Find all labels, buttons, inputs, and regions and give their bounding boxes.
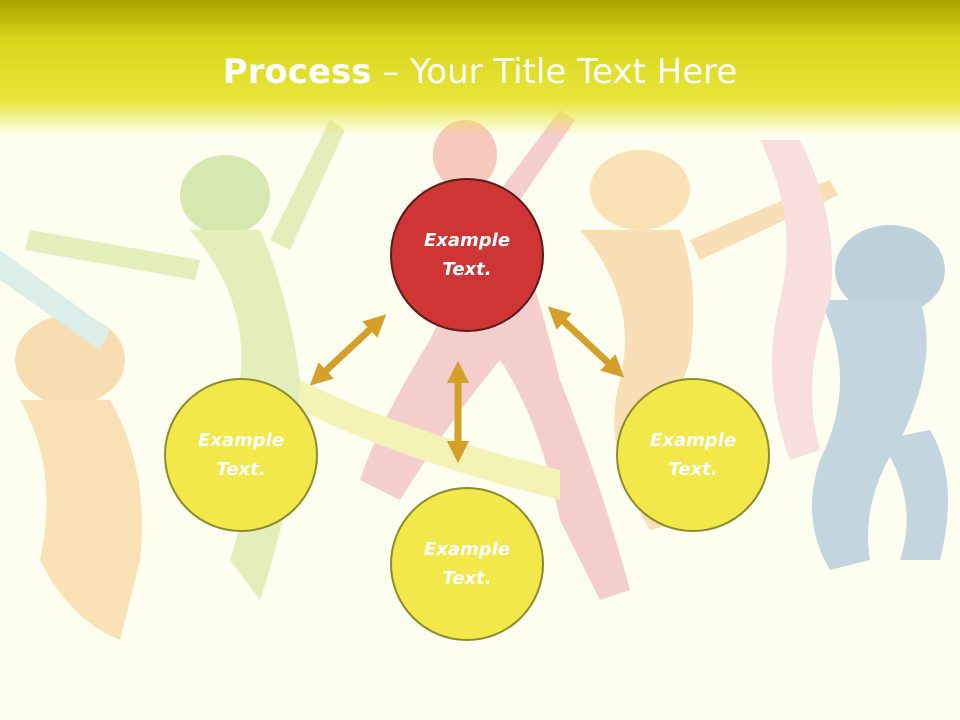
node-left-label: Example Text. xyxy=(197,430,285,480)
title-bar xyxy=(0,0,960,135)
process-node-bottom[interactable]: Example Text. xyxy=(390,487,544,641)
slide-title: Process – Your Title Text Here xyxy=(0,52,960,92)
arrow-top-right xyxy=(547,306,625,378)
node-top-label: Example Text. xyxy=(423,230,511,280)
title-rest: – Your Title Text Here xyxy=(371,52,738,92)
node-bottom-label: Example Text. xyxy=(423,539,511,589)
title-bold: Process xyxy=(222,52,372,92)
process-node-left[interactable]: Example Text. xyxy=(164,378,318,532)
process-node-right[interactable]: Example Text. xyxy=(616,378,770,532)
process-node-top[interactable]: Example Text. xyxy=(390,178,544,332)
node-right-label: Example Text. xyxy=(649,430,737,480)
arrow-top-left xyxy=(309,314,387,386)
